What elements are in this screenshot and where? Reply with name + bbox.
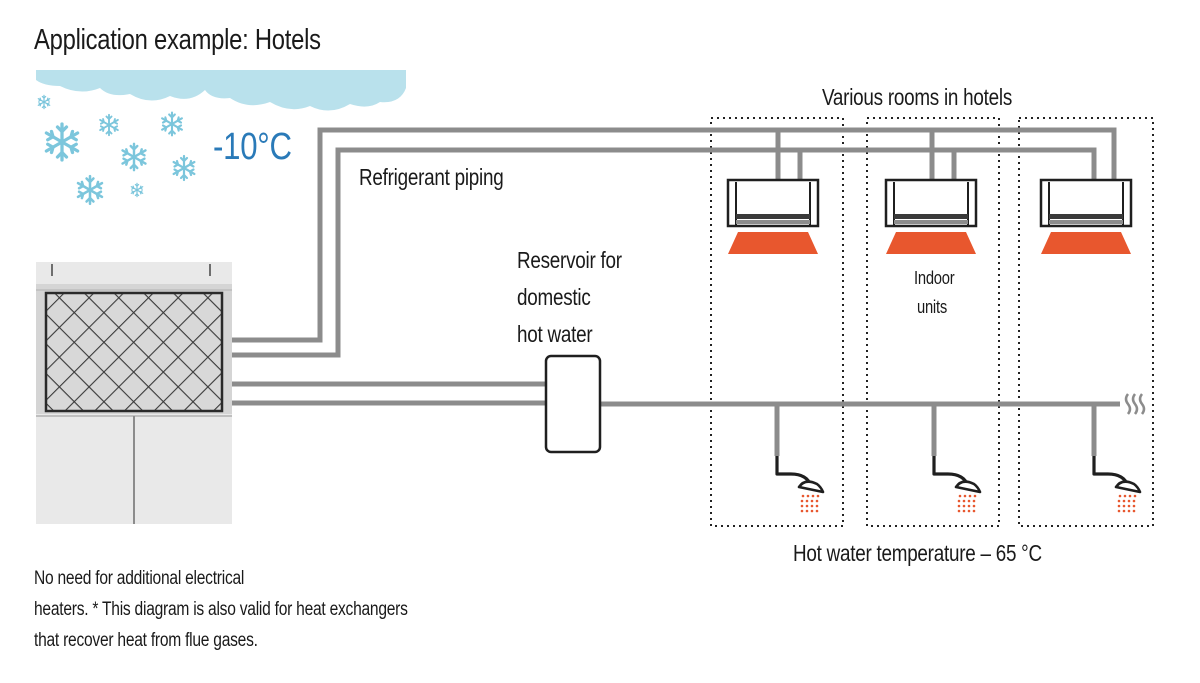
note-line1: No need for additional electrical [34,568,245,589]
pipe-continuation-icon [1124,393,1146,415]
outdoor-heat-pump-icon [36,262,232,524]
refrigerant-piping-label: Refrigerant piping [359,164,504,190]
diagram-title: Application example: Hotels [34,24,321,56]
reservoir-tank-icon [544,354,602,454]
indoor-units-label-line1: Indoor [914,268,955,288]
snowflake-icon [99,113,119,137]
indoor-unit-icon [1039,178,1133,256]
snowflake-icon [37,94,51,110]
snowflake-icon [130,182,144,198]
snowflake-icon [172,154,196,182]
reservoir-label-line2: domestic [517,284,591,310]
hot-water-piping [232,381,1120,456]
snowflake-icon [121,142,147,172]
shower-head-icon [1092,454,1142,514]
indoor-units-label-line2: units [917,297,947,317]
snowflake-icon [44,122,80,162]
room-boundaries [710,117,1154,527]
hot-water-temperature-label: Hot water temperature – 65 °C [793,540,1042,566]
note-line2: heaters. * This diagram is also valid fo… [34,599,408,620]
room-boundary [866,117,1000,527]
rooms-label: Various rooms in hotels [822,84,1013,110]
refrigerant-piping [232,127,1117,358]
outdoor-temperature: -10°C [213,126,292,168]
reservoir-label-line3: hot water [517,321,593,347]
indoor-unit-icon [726,178,820,256]
note-line3: that recover heat from flue gases. [34,630,258,651]
snowflakes [37,94,196,206]
snowflake-icon [161,111,183,137]
room-boundary [710,117,844,527]
shower-head-icon [775,454,825,514]
snowflake-icon [76,174,104,206]
shower-head-icon [932,454,982,514]
reservoir-label-line1: Reservoir for [517,247,622,273]
cloud-icon [36,70,406,111]
indoor-unit-icon [884,178,978,256]
room-boundary [1018,117,1154,527]
